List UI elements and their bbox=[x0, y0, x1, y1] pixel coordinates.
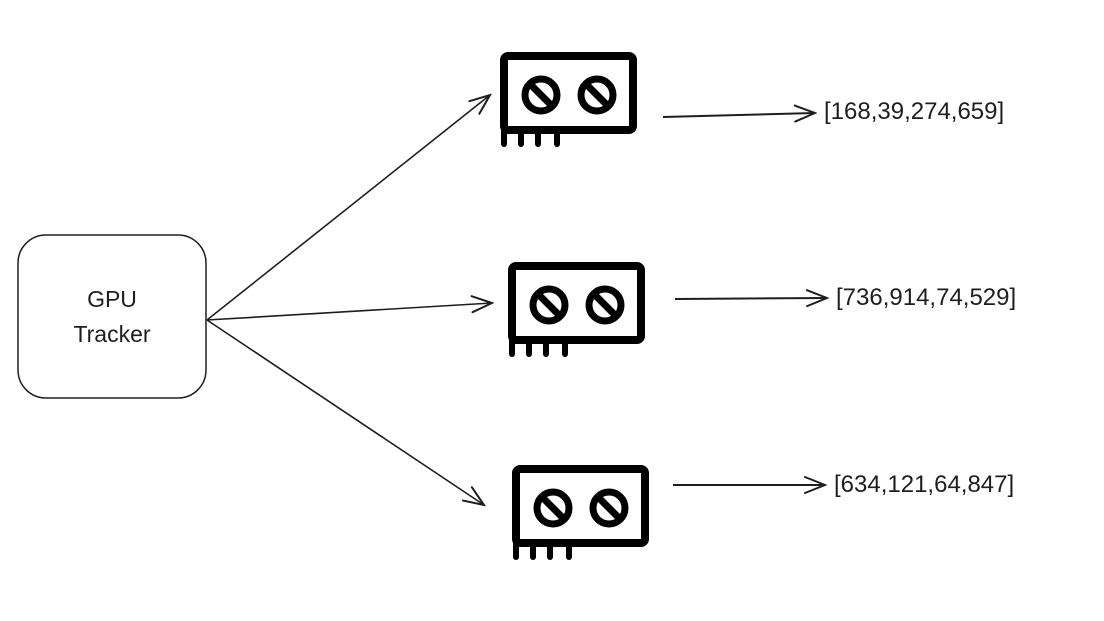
gpu-icon bbox=[512, 266, 641, 354]
gpu-icon bbox=[516, 469, 645, 557]
arrow-to-gpu-2 bbox=[206, 303, 492, 321]
gpu-2-output: [736,914,74,529] bbox=[836, 284, 1017, 311]
gpu-icon bbox=[504, 56, 633, 144]
gpu-1-output: [168,39,274,659] bbox=[824, 98, 1005, 125]
gpu-tracker-box bbox=[17, 234, 207, 399]
gpu-tracker-line2: Tracker bbox=[73, 321, 151, 347]
arrow-to-gpu-3 bbox=[206, 319, 484, 505]
arrow-to-output-2 bbox=[674, 298, 827, 299]
gpu-tracker-line1: GPU bbox=[87, 286, 137, 312]
arrow-to-gpu-1 bbox=[206, 95, 490, 321]
gpu-3-output: [634,121,64,847] bbox=[834, 471, 1015, 498]
gpu-tracker-label: GPU Tracker bbox=[18, 282, 206, 352]
arrow-to-output-1 bbox=[662, 113, 815, 117]
